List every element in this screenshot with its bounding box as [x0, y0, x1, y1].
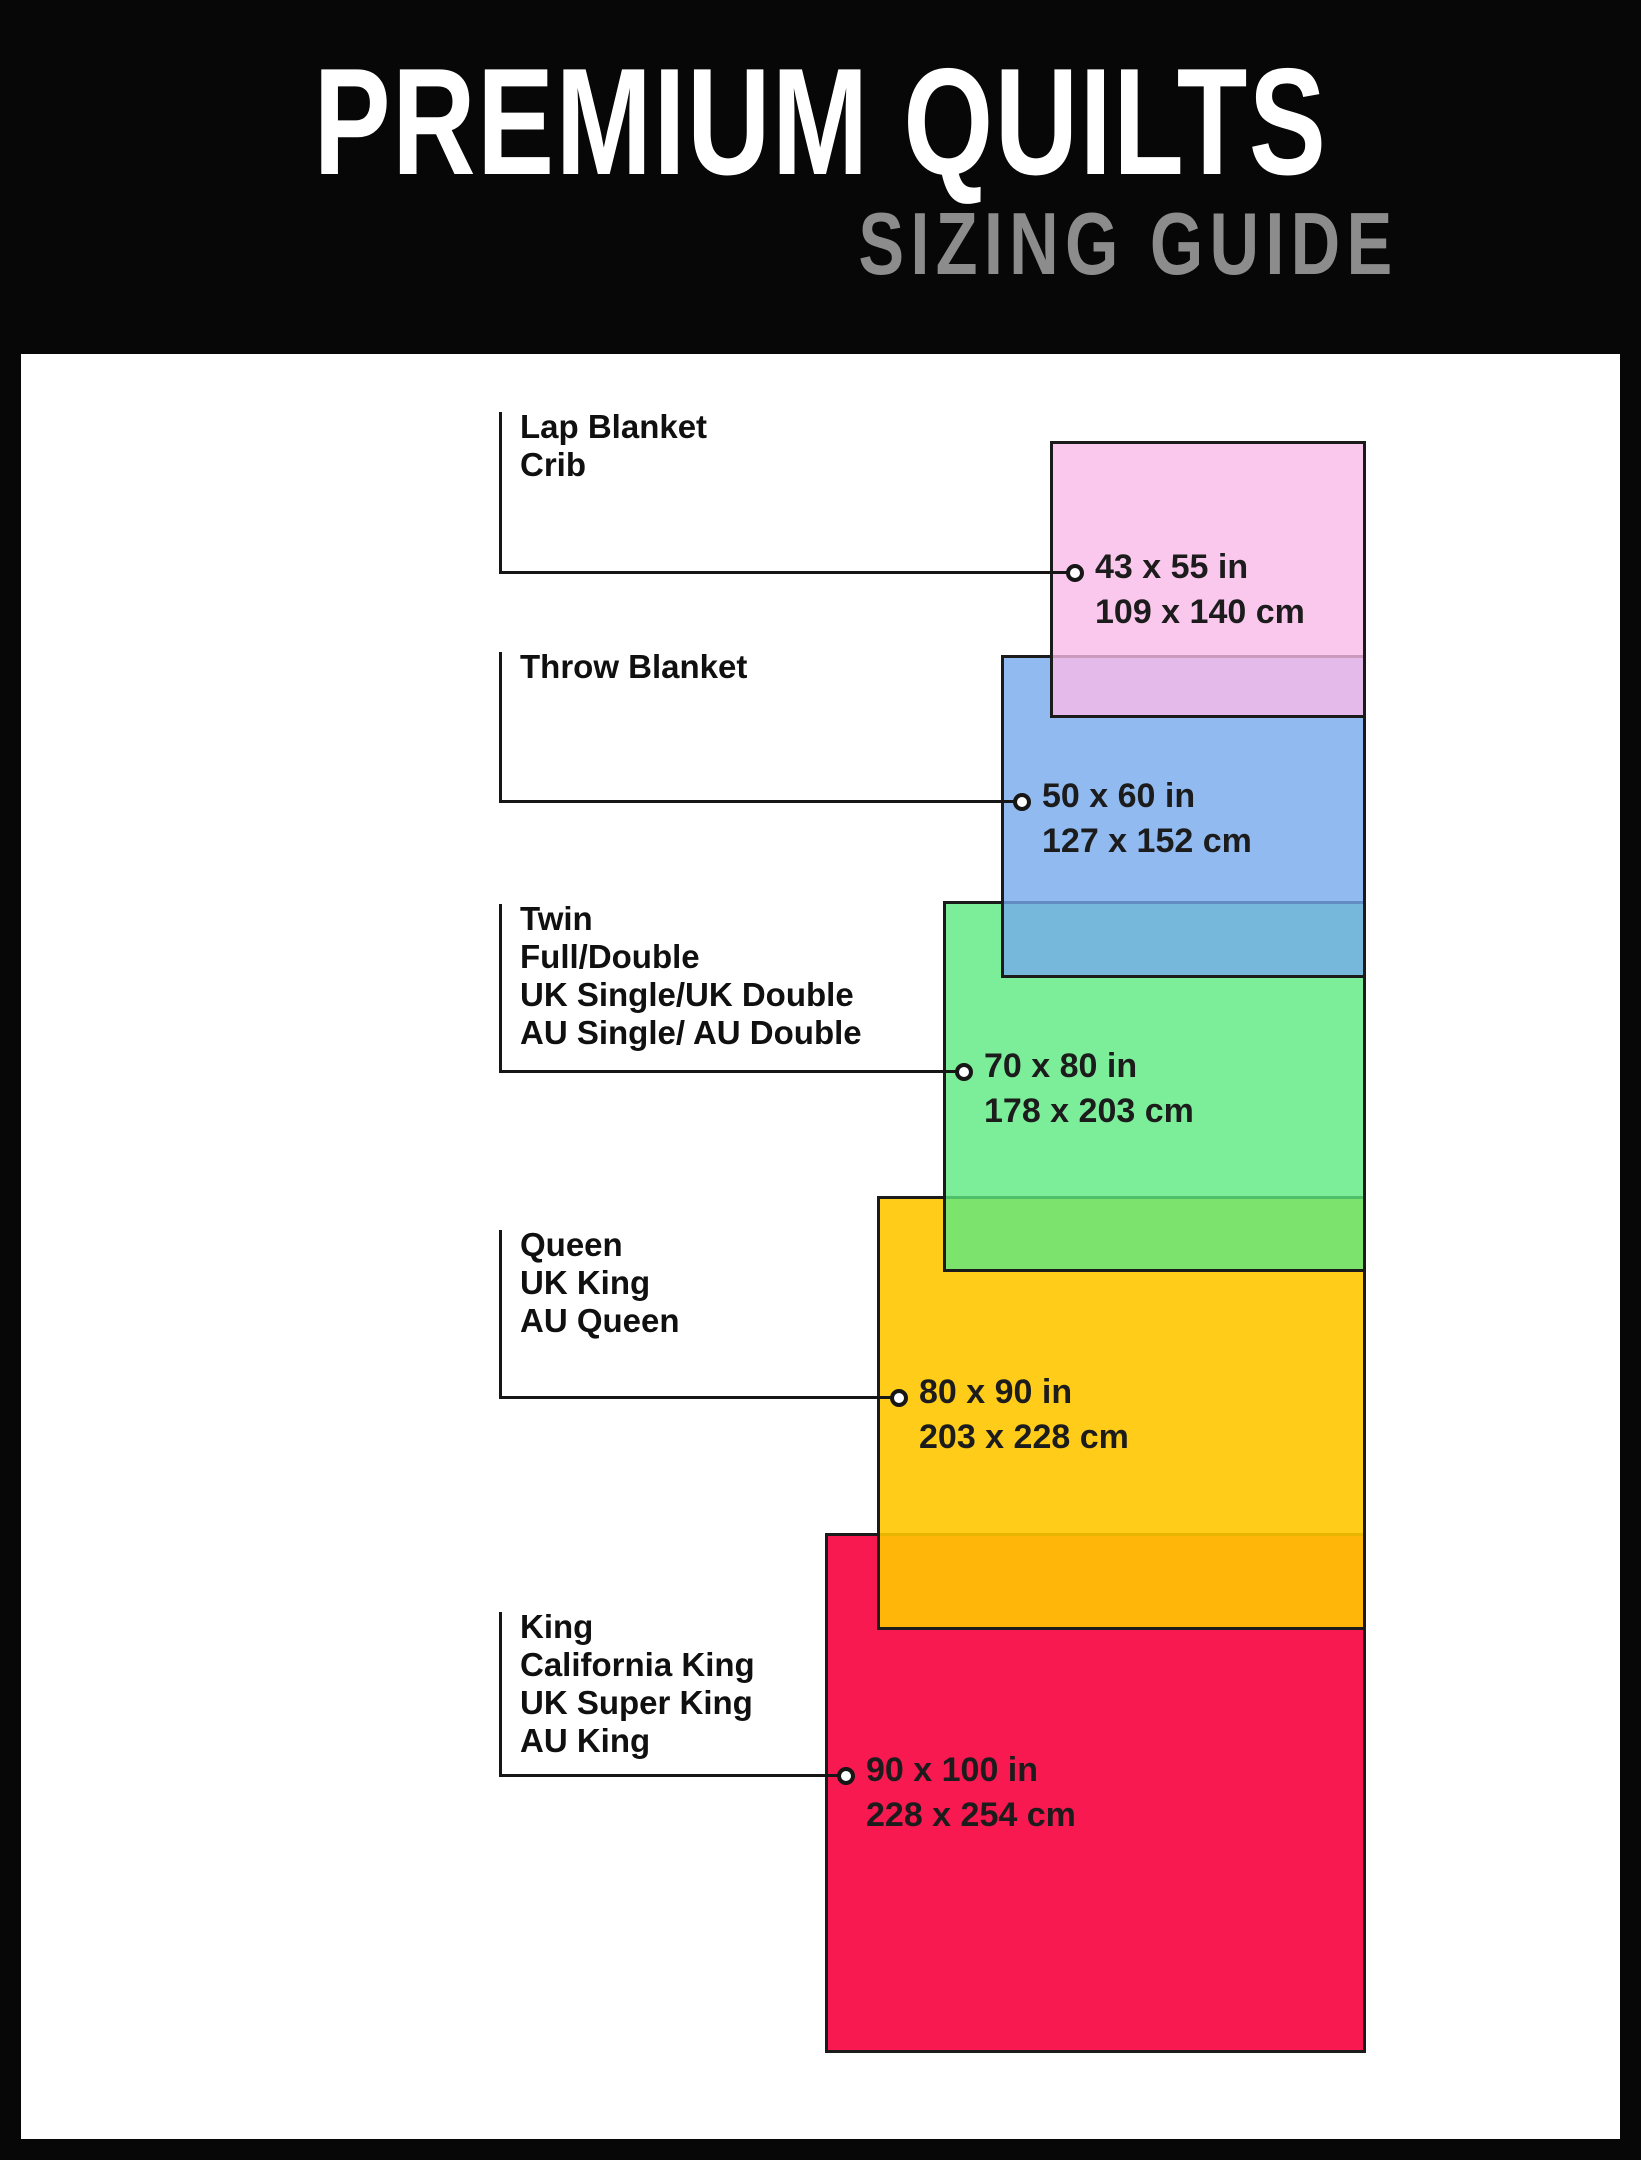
size-label-text: King: [520, 1608, 594, 1645]
size-inches: 43 x 55 in: [1095, 548, 1249, 586]
connector-hline-throw-blanket: [499, 800, 1014, 803]
size-rect-lap-blanket: [1050, 441, 1366, 718]
connector-hline-twin: [499, 1070, 956, 1073]
size-label-text: UK Single/UK Double: [520, 976, 854, 1013]
size-label-text: UK Super King: [520, 1684, 753, 1721]
size-label-text: Full/Double: [520, 938, 700, 975]
size-label-twin: Twin Full/Double UK Single/UK Double AU …: [520, 900, 862, 1052]
size-label-text: UK King: [520, 1264, 651, 1301]
connector-dot-twin: [955, 1063, 973, 1081]
connector-vline-queen: [499, 1230, 502, 1399]
size-label-text: Twin: [520, 900, 593, 937]
size-label-text: California King: [520, 1646, 755, 1683]
size-inches: 80 x 90 in: [919, 1373, 1073, 1411]
size-dimensions-queen: 80 x 90 in 203 x 228 cm: [919, 1370, 1129, 1460]
size-label-king: King California King UK Super King AU Ki…: [520, 1608, 755, 1760]
size-label-text: AU King: [520, 1722, 651, 1759]
connector-vline-throw-blanket: [499, 652, 502, 803]
size-label-text: Lap Blanket: [520, 408, 708, 445]
connector-dot-lap-blanket: [1066, 564, 1084, 582]
size-dimensions-twin: 70 x 80 in 178 x 203 cm: [984, 1044, 1194, 1134]
connector-hline-queen: [499, 1396, 891, 1399]
connector-vline-lap-blanket: [499, 412, 502, 574]
connector-hline-lap-blanket: [499, 571, 1067, 574]
size-dimensions-king: 90 x 100 in 228 x 254 cm: [866, 1748, 1076, 1838]
size-cm: 203 x 228 cm: [919, 1418, 1129, 1456]
size-cm: 178 x 203 cm: [984, 1092, 1194, 1130]
size-label-text: Queen: [520, 1226, 623, 1263]
size-inches: 70 x 80 in: [984, 1047, 1138, 1085]
size-inches: 50 x 60 in: [1042, 777, 1196, 815]
size-inches: 90 x 100 in: [866, 1751, 1039, 1789]
size-label-queen: Queen UK King AU Queen: [520, 1226, 680, 1340]
size-dimensions-lap-blanket: 43 x 55 in 109 x 140 cm: [1095, 545, 1305, 635]
size-chart-panel: Lap Blanket Crib 43 x 55 in 109 x 140 cm…: [21, 354, 1620, 2139]
size-cm: 228 x 254 cm: [866, 1796, 1076, 1834]
size-label-lap-blanket: Lap Blanket Crib: [520, 408, 707, 484]
size-dimensions-throw-blanket: 50 x 60 in 127 x 152 cm: [1042, 774, 1252, 864]
page-subtitle: SIZING GUIDE: [857, 194, 1398, 293]
header: PREMIUM QUILTS SIZING GUIDE: [0, 0, 1641, 354]
size-cm: 127 x 152 cm: [1042, 822, 1252, 860]
size-label-text: Throw Blanket: [520, 648, 748, 685]
size-cm: 109 x 140 cm: [1095, 593, 1305, 631]
connector-hline-king: [499, 1774, 838, 1777]
connector-dot-king: [837, 1767, 855, 1785]
size-label-throw-blanket: Throw Blanket: [520, 648, 747, 686]
connector-dot-throw-blanket: [1013, 793, 1031, 811]
size-label-text: AU Single/ AU Double: [520, 1014, 862, 1051]
connector-dot-queen: [890, 1389, 908, 1407]
connector-vline-twin: [499, 904, 502, 1073]
size-label-text: AU Queen: [520, 1302, 680, 1339]
size-label-text: Crib: [520, 446, 586, 483]
connector-vline-king: [499, 1612, 502, 1777]
page-title: PREMIUM QUILTS: [313, 37, 1328, 207]
